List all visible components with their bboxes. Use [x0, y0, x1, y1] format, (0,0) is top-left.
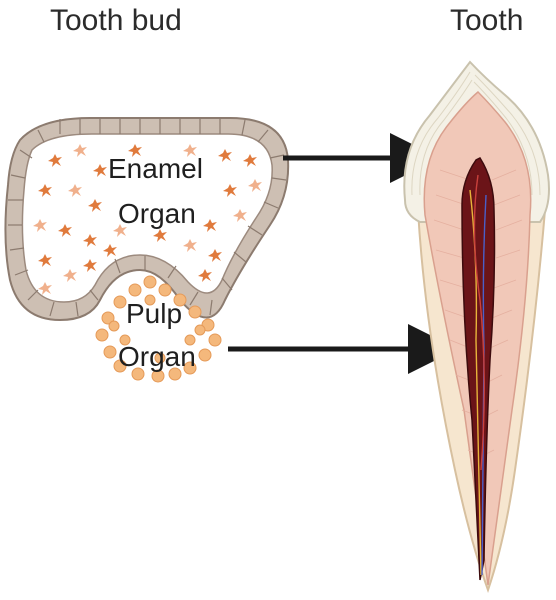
enamel-lines [411, 71, 541, 196]
pulp-organ-label-line1: Pulp [126, 298, 182, 329]
tooth-bud: Enamel Organ Pulp Organ [4, 117, 290, 383]
enamel-organ-label-line2: Organ [118, 198, 196, 229]
pulp-organ-label-line2: Organ [118, 341, 196, 372]
pulp-vessels [469, 174, 487, 576]
pulp-organ-cells [95, 275, 222, 383]
epithelial-cells [8, 118, 287, 317]
tooth-bud-title: Tooth bud [50, 4, 182, 37]
tooth-title: Tooth [450, 4, 523, 37]
dentin-tubules [433, 169, 523, 456]
pulp-cavity [461, 157, 496, 581]
stellate-reticulum [21, 133, 273, 303]
tooth [403, 60, 550, 594]
enamel-organ-label-line1: Enamel [108, 153, 203, 184]
